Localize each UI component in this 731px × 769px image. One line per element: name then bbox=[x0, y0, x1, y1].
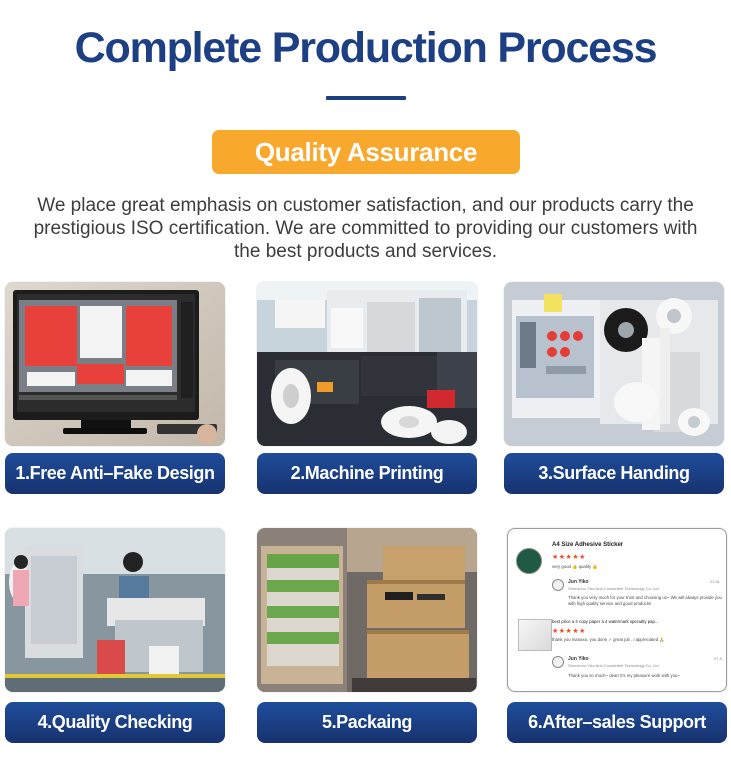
step-free-anti-fake-design-button[interactable]: 1.Free Anti–Fake Design bbox=[5, 453, 225, 494]
step-packaging-button[interactable]: 5.Packaing bbox=[257, 702, 477, 743]
review-date-2: 07 A bbox=[714, 656, 723, 661]
page-title: Complete Production Process bbox=[74, 24, 658, 72]
review-stars-2: ★★★★★ bbox=[552, 628, 586, 635]
review-title: A4 Size Adhesive Sticker bbox=[552, 542, 624, 548]
step-quality-checking-button[interactable]: 4.Quality Checking bbox=[5, 702, 225, 743]
quality-assurance-badge: Quality Assurance bbox=[212, 130, 520, 174]
seller-name-2: Jun Yiko bbox=[568, 656, 589, 662]
review-stars-1: ★★★★★ bbox=[552, 554, 586, 561]
seller-reply-1: Thank you very much for your trust and c… bbox=[568, 595, 722, 606]
step-after-sales-support-button[interactable]: 6.After–sales Support bbox=[507, 702, 727, 743]
title-underline bbox=[326, 96, 406, 100]
second-review-title: best price a 4 copy paper a 4 watermark … bbox=[552, 619, 659, 624]
reply-avatar-icon-2 bbox=[552, 656, 564, 668]
step-surface-handing-button[interactable]: 3.Surface Handing bbox=[504, 453, 724, 494]
seller-company-2: Shenzhou Yiko Anti-Counterfeit Technolog… bbox=[568, 663, 659, 668]
packaging-photo bbox=[257, 528, 477, 692]
quality-checking-photo bbox=[5, 528, 225, 692]
review-date-1: 23 At bbox=[710, 579, 720, 584]
seller-reply-2: Thank you so much~ dear! It's my pleasur… bbox=[568, 673, 680, 678]
step-machine-printing-button[interactable]: 2.Machine Printing bbox=[257, 453, 477, 494]
surface-handling-photo bbox=[504, 282, 724, 446]
seller-avatar-icon bbox=[516, 548, 542, 574]
reply-avatar-icon bbox=[552, 579, 564, 591]
review-comment-2: thank you manaxo, you done ✓ great job .… bbox=[552, 637, 665, 642]
quality-description: We place great emphasis on customer sati… bbox=[33, 195, 698, 262]
quality-checking-icon bbox=[5, 528, 225, 692]
seller-name: Jun Yiko bbox=[568, 579, 589, 585]
packaging-icon bbox=[257, 528, 477, 692]
review-comment-1: very good 👍 quality 👍 bbox=[552, 564, 598, 569]
review-screenshot: A4 Size Adhesive Sticker ★★★★★ very good… bbox=[507, 528, 727, 692]
computer-design-icon bbox=[5, 282, 225, 446]
machine-printing-photo bbox=[257, 282, 477, 446]
seller-company: Shenzhou Yiko Anti-Counterfeit Technolog… bbox=[568, 586, 659, 591]
free-anti-fake-design-photo bbox=[5, 282, 225, 446]
surface-handling-icon bbox=[504, 282, 724, 446]
product-thumbnail bbox=[518, 619, 552, 651]
printing-machine-icon bbox=[257, 282, 477, 446]
